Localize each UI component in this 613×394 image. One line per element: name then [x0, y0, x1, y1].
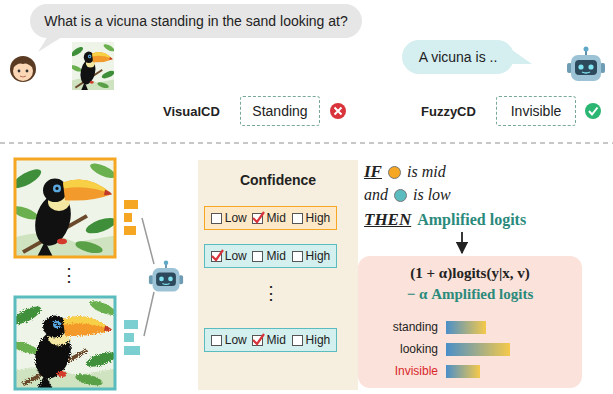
confidence-row: Low Mid High — [204, 244, 337, 268]
confidence-row: Low Mid High — [204, 328, 337, 352]
robot-icon — [567, 47, 605, 82]
correct-icon — [585, 103, 601, 119]
option-text: Low — [225, 211, 247, 225]
input-image — [10, 159, 118, 257]
confidence-dot — [394, 189, 407, 202]
rule-line: THEN Amplified logits — [364, 210, 526, 230]
ellipsis: ⋮ — [262, 282, 280, 304]
bubble-tail — [512, 50, 532, 64]
logit-bar — [446, 365, 480, 378]
feature-bars — [124, 200, 140, 355]
question-bubble: What is a vicuna standing in the sand lo… — [30, 4, 362, 38]
answer-bubble: A vicuna is .. — [402, 40, 514, 74]
node-text: (1 + α)logits(y|x, v) — [358, 265, 582, 282]
node-text: Invisible — [511, 103, 562, 119]
logit-bar — [446, 343, 510, 356]
option-text: Low — [225, 333, 247, 347]
arrow — [461, 232, 463, 253]
option: Mid — [252, 249, 285, 263]
node-text: Confidence — [198, 172, 358, 188]
node-text: Invisible — [358, 364, 438, 378]
checkbox — [252, 335, 263, 346]
rule-line: and is low — [364, 186, 451, 204]
query-image — [70, 42, 115, 90]
checkbox — [292, 213, 303, 224]
option: High — [292, 211, 331, 225]
output-box: Standing — [240, 96, 320, 126]
logit-box: (1 + α)logits(y|x, v) − α Amplified logit… — [358, 256, 582, 388]
check-mark — [252, 333, 265, 346]
checkbox — [211, 251, 222, 262]
rule-keyword: IF — [364, 162, 382, 182]
option-text: Low — [225, 249, 247, 263]
rule-text: and — [364, 186, 388, 204]
checkbox — [252, 213, 263, 224]
option-text: Mid — [266, 333, 285, 347]
rule-text: is mid — [407, 163, 446, 181]
separator — [0, 142, 613, 144]
output-box: Invisible — [496, 96, 576, 126]
bubble-tail — [38, 36, 62, 52]
rule-text: is low — [413, 186, 451, 204]
option: Low — [211, 211, 247, 225]
ellipsis: ⋮ — [60, 264, 78, 286]
node-text: − α Amplified logits — [358, 286, 582, 303]
node-text: standing — [358, 320, 438, 334]
image-frame — [15, 159, 115, 257]
option-text: High — [306, 333, 331, 347]
checkbox — [252, 251, 263, 262]
option: High — [292, 333, 331, 347]
option: Low — [211, 333, 247, 347]
checkbox — [292, 335, 303, 346]
checkbox — [211, 335, 222, 346]
option-text: High — [306, 211, 331, 225]
image-frame — [15, 297, 115, 389]
confidence-panel: ConfidenceLowMidHighLowMidHighLowMidHigh — [198, 160, 358, 390]
confidence-dot — [388, 166, 401, 179]
noisy-image — [15, 297, 115, 389]
option: Mid — [252, 211, 285, 225]
node-text: looking — [358, 342, 438, 356]
node-text: A vicuna is .. — [419, 49, 498, 65]
node-text: Standing — [252, 103, 307, 119]
method-name: FuzzyCD — [421, 104, 476, 119]
checkbox — [292, 251, 303, 262]
option: Low — [211, 249, 247, 263]
option-text: Mid — [266, 211, 285, 225]
rule-text: Amplified logits — [417, 211, 526, 229]
checkbox — [211, 213, 222, 224]
option: Mid — [252, 333, 285, 347]
user-icon — [10, 56, 36, 82]
robot-icon — [149, 260, 183, 291]
logit-bar — [446, 321, 486, 334]
check-mark — [211, 249, 224, 262]
wrong-icon — [330, 103, 346, 119]
option: High — [292, 249, 331, 263]
node-text: What is a vicuna standing in the sand lo… — [44, 13, 348, 29]
confidence-row: Low Mid High — [204, 206, 337, 230]
option-text: Mid — [266, 249, 285, 263]
option-text: High — [306, 249, 331, 263]
rule-line: IF is mid — [364, 162, 446, 182]
check-mark — [252, 211, 265, 224]
method-name: VisualCD — [163, 104, 220, 119]
rule-keyword: THEN — [364, 210, 411, 230]
